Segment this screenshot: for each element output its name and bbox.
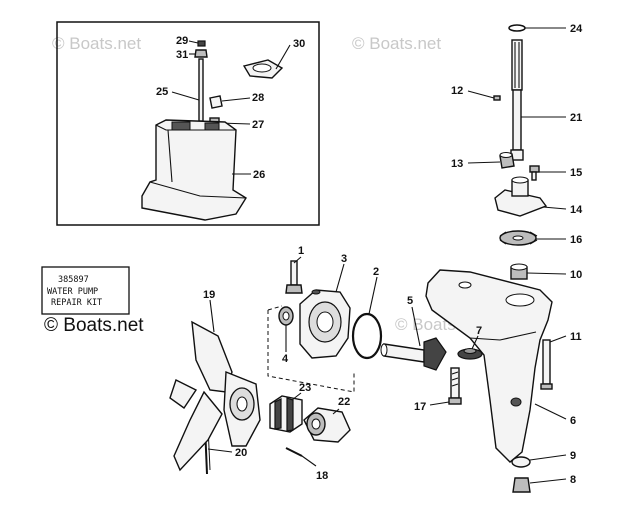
callout-6: 6: [570, 415, 576, 427]
callout-27: 27: [252, 119, 264, 131]
leader-7: [471, 335, 479, 350]
callout-10: 10: [570, 269, 582, 281]
leader-13: [467, 161, 501, 164]
leader-30: [275, 44, 291, 70]
callout-15: 15: [570, 167, 582, 179]
leader-23: [291, 392, 302, 401]
callout-14: 14: [570, 204, 583, 216]
part-5-prop-shaft: [380, 337, 447, 371]
kit-line-2: REPAIR KIT: [51, 298, 102, 308]
part-4-washer: [278, 306, 294, 326]
part-12-screw: [493, 95, 501, 101]
part-18-pin: [285, 447, 303, 457]
part-23-clutch-dog: [269, 395, 303, 433]
leader-1: [293, 256, 302, 264]
callout-5: 5: [407, 295, 413, 307]
part-25-rod: [198, 58, 204, 122]
callout-24: 24: [570, 23, 583, 35]
repair-kit-box: [41, 266, 130, 315]
callout-3: 3: [341, 253, 347, 265]
part-22-forward-gear: [303, 407, 351, 443]
callout-30: 30: [293, 38, 305, 50]
leader-9: [529, 454, 567, 461]
callout-2: 2: [373, 266, 379, 278]
watermark-top-mid: © Boats.net: [352, 34, 441, 53]
part-15-screw: [529, 165, 540, 181]
leader-20: [207, 448, 233, 453]
part-30-gasket: [242, 59, 284, 79]
callout-7: 7: [476, 325, 482, 337]
part-26-housing: [141, 119, 247, 221]
kit-part-number: 385897: [58, 275, 89, 285]
callout-23: 23: [299, 382, 311, 394]
part-11-screw: [540, 339, 553, 390]
callout-28: 28: [252, 92, 264, 104]
part-2-oring: [351, 312, 383, 360]
leader-11: [549, 335, 567, 343]
callout-11: 11: [570, 331, 582, 343]
leader-3: [335, 263, 345, 293]
part-14-pump-housing: [494, 176, 548, 217]
callout-18: 18: [316, 470, 328, 482]
leader-29: [188, 40, 199, 44]
part-10-bushing: [510, 263, 528, 280]
callout-26: 26: [253, 169, 265, 181]
part-9-seal: [511, 456, 531, 468]
callout-13: 13: [451, 158, 463, 170]
part-21-driveshaft: [510, 39, 524, 161]
callout-12: 12: [451, 85, 463, 97]
callout-16: 16: [570, 234, 582, 246]
callout-31: 31: [176, 49, 188, 61]
part-3-pump-base: [299, 289, 351, 359]
callout-29: 29: [176, 35, 188, 47]
watermark-top-left: © Boats.net: [52, 34, 141, 53]
callout-19: 19: [203, 289, 215, 301]
leader-2: [368, 276, 378, 315]
leader-10: [526, 272, 567, 275]
watermark-kit: © Boats.net: [44, 315, 144, 336]
part-6-gearcase: [425, 269, 553, 463]
callout-20: 20: [235, 447, 247, 459]
leader-22: [332, 408, 340, 415]
leader-8: [529, 478, 567, 484]
leader-19: [209, 299, 215, 333]
leader-6: [534, 403, 567, 420]
leader-5: [411, 306, 421, 347]
kit-bracket-dashed: [267, 310, 355, 393]
callout-4: 4: [282, 353, 289, 365]
leader-18: [301, 455, 317, 467]
part-24-oring: [508, 24, 526, 32]
inset-frame: [56, 21, 320, 226]
leader-14: [542, 206, 567, 210]
part-16-impeller: [499, 230, 538, 246]
callout-1: 1: [298, 245, 304, 257]
part-28-grommet: [209, 95, 223, 109]
part-7-pinion-gear: [457, 348, 483, 360]
callout-25: 25: [156, 86, 168, 98]
part-8-nut: [512, 477, 531, 493]
callout-21: 21: [570, 112, 582, 124]
part-29-31-nut: [194, 40, 208, 58]
callout-22: 22: [338, 396, 350, 408]
kit-line-1: WATER PUMP: [47, 287, 98, 297]
part-19-propeller: [169, 320, 261, 472]
part-13-bushing: [499, 152, 515, 169]
callout-8: 8: [570, 474, 576, 486]
leader-17: [429, 401, 450, 406]
callout-17: 17: [414, 401, 426, 413]
callout-9: 9: [570, 450, 576, 462]
leader-25: [171, 91, 200, 101]
leader-28: [221, 97, 251, 102]
leader-12: [467, 90, 495, 99]
part-1-screw: [285, 260, 303, 294]
part-17-bolt: [448, 367, 462, 405]
